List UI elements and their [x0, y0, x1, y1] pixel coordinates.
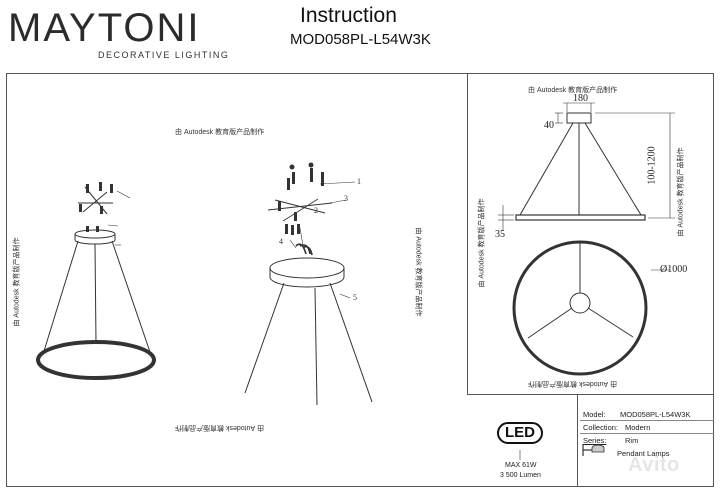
- model-code: MOD058PL-L54W3K: [290, 31, 431, 48]
- dim-ring-height: 35: [495, 229, 505, 240]
- frame-divider-horizontal: [467, 394, 714, 395]
- part-label-3: 3: [344, 194, 348, 203]
- spec-model-label: Model:: [583, 410, 606, 419]
- spec-row-line: [580, 420, 714, 421]
- frame-divider-vertical: [467, 73, 468, 394]
- watermark-dim-bottom: 由 Autodesk 教育版产品制作: [528, 380, 618, 387]
- part-label-1: 1: [357, 177, 361, 186]
- watermark-dim-right: 由 Autodesk 教育版产品制作: [677, 147, 685, 237]
- drawing-frame: [6, 73, 714, 487]
- watermark-dim-left: 由 Autodesk 教育版产品制作: [478, 198, 486, 288]
- led-lumen: 3 500 Lumen: [500, 472, 541, 479]
- brand-logo: MAYTONI: [8, 6, 201, 50]
- part-label-5: 5: [353, 293, 357, 302]
- spec-row-line: [580, 433, 714, 434]
- part-label-4: 4: [279, 237, 283, 246]
- spec-divider: [577, 395, 578, 487]
- watermark-left: 由 Autodesk 教育版产品制作: [13, 237, 21, 327]
- spec-collection-label: Collection:: [583, 423, 619, 432]
- spec-collection-value: Modern: [625, 423, 651, 432]
- spec-series-label: Series:: [583, 436, 607, 445]
- document-title: Instruction: [300, 4, 397, 27]
- part-label-2: 2: [314, 206, 318, 215]
- watermark-center-right: 由 Autodesk 教育版产品制作: [414, 227, 422, 317]
- dim-canopy-width: 180: [573, 93, 588, 104]
- dimension-drawing: [498, 102, 675, 376]
- led-logo: LED: [497, 422, 543, 444]
- watermark-dim-top: 由 Autodesk 教育版产品制作: [528, 87, 618, 94]
- brand-subtitle: DECORATIVE LIGHTING: [98, 50, 230, 60]
- spec-series-value: Rim: [625, 436, 639, 445]
- spec-type-value: Pendant Lamps: [617, 449, 670, 458]
- watermark-top: 由 Autodesk 教育版产品制作: [175, 129, 265, 136]
- avito-watermark: Avito: [628, 454, 680, 476]
- dim-suspension-length: 100-1200: [646, 146, 658, 185]
- dim-ring-diameter: Ø1000: [660, 264, 688, 275]
- pendant-assembled-drawing: [36, 186, 156, 380]
- dim-canopy-height: 40: [544, 120, 554, 131]
- watermark-bottom: 由 Autodesk 教育版产品制作: [175, 424, 265, 431]
- spec-model-value: MOD058PL-L54W3K: [620, 410, 691, 419]
- led-power: MAX 61W: [505, 462, 537, 469]
